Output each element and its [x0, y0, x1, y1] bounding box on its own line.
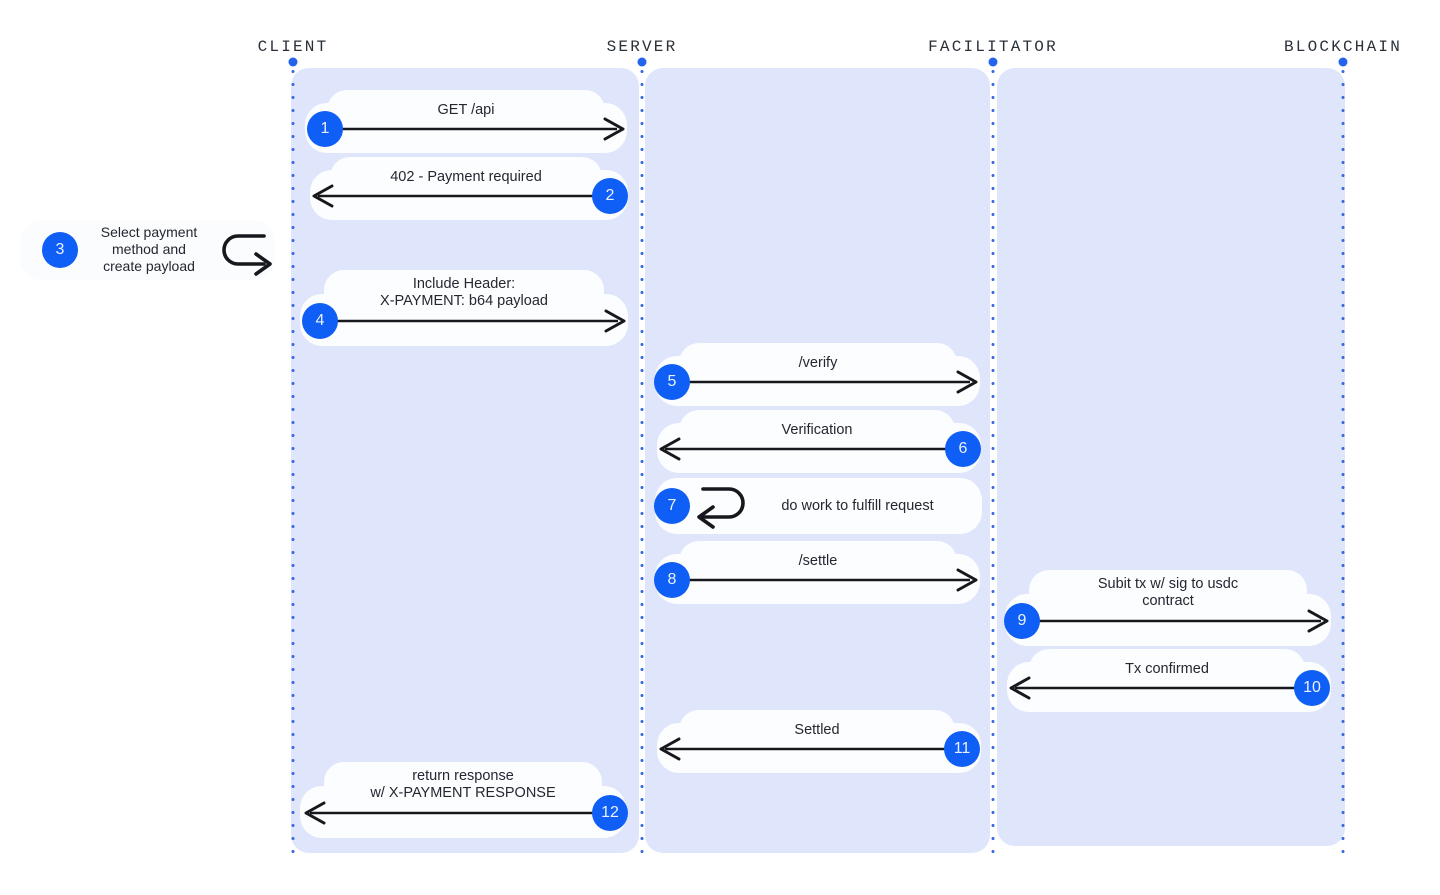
self-call-7-badge[interactable]: 7: [654, 488, 690, 524]
message-11-text: Settled: [794, 722, 840, 738]
message-12-text: return response w/ X-PAYMENT RESPONSE: [370, 768, 556, 801]
band-facilitator-blockchain: [997, 68, 1345, 846]
message-2-label-plate: [330, 157, 602, 197]
message-9-arrow: [1021, 609, 1329, 633]
message-9-label-plate: [1029, 570, 1307, 622]
message-4-arrow: [316, 309, 626, 333]
message-2-badge[interactable]: 2: [592, 178, 628, 214]
message-11-arrow: [659, 737, 963, 761]
message-5-label-plate: [679, 343, 957, 383]
self-call-3-loop-arrow-icon: [222, 234, 272, 276]
lifeline-head-client: [288, 57, 298, 67]
self-call-3-badge[interactable]: 3: [42, 232, 78, 268]
actor-label-client: CLIENT: [257, 38, 329, 56]
lifeline-facilitator: [991, 70, 995, 860]
message-1-label-plate: [327, 90, 605, 130]
self-call-3-text: Select payment method and create payload: [100, 224, 198, 274]
message-6-badge[interactable]: 6: [945, 431, 981, 467]
message-4-badge[interactable]: 4: [302, 303, 338, 339]
lifeline-client: [291, 70, 295, 860]
message-2-text: 402 - Payment required: [390, 169, 542, 185]
message-6-arrow: [659, 437, 967, 461]
message-12-badge[interactable]: 12: [592, 795, 628, 831]
lifeline-server: [640, 70, 644, 860]
message-1-badge[interactable]: 1: [307, 111, 343, 147]
message-4-text: Include Header: X-PAYMENT: b64 payload: [380, 276, 548, 309]
actor-label-blockchain: BLOCKCHAIN: [1283, 38, 1403, 56]
message-9-text: Subit tx w/ sig to usdc contract: [1097, 576, 1239, 609]
message-9-badge[interactable]: 9: [1004, 603, 1040, 639]
message-11-label-plate: [679, 710, 955, 750]
lifeline-head-blockchain: [1338, 57, 1348, 67]
message-8-label-plate: [679, 541, 957, 581]
lifeline-blockchain: [1341, 70, 1345, 860]
message-6-label-plate: [679, 410, 955, 450]
message-10-label-plate: [1029, 649, 1305, 689]
message-11-badge[interactable]: 11: [944, 731, 980, 767]
message-10-text: Tx confirmed: [1125, 661, 1209, 677]
actor-label-facilitator: FACILITATOR: [928, 38, 1058, 56]
message-5-text: /verify: [798, 355, 838, 371]
lifeline-head-server: [637, 57, 647, 67]
message-10-arrow: [1009, 676, 1313, 700]
message-8-text: /settle: [798, 553, 838, 569]
message-8-badge[interactable]: 8: [654, 562, 690, 598]
self-call-7-text: do work to fulfill request: [781, 498, 934, 514]
message-1-text: GET /api: [437, 102, 495, 118]
actor-label-server: SERVER: [606, 38, 678, 56]
message-12-label-plate: [324, 762, 602, 814]
message-8-arrow: [671, 568, 978, 592]
message-6-text: Verification: [781, 422, 853, 438]
message-5-badge[interactable]: 5: [654, 364, 690, 400]
message-12-arrow: [304, 801, 608, 825]
self-call-7-loop-arrow-icon: [697, 487, 745, 529]
message-5-arrow: [671, 370, 978, 394]
lifeline-head-facilitator: [988, 57, 998, 67]
message-1-arrow: [319, 117, 625, 141]
message-2-arrow: [312, 184, 614, 208]
message-10-badge[interactable]: 10: [1294, 670, 1330, 706]
message-4-label-plate: [324, 270, 604, 322]
